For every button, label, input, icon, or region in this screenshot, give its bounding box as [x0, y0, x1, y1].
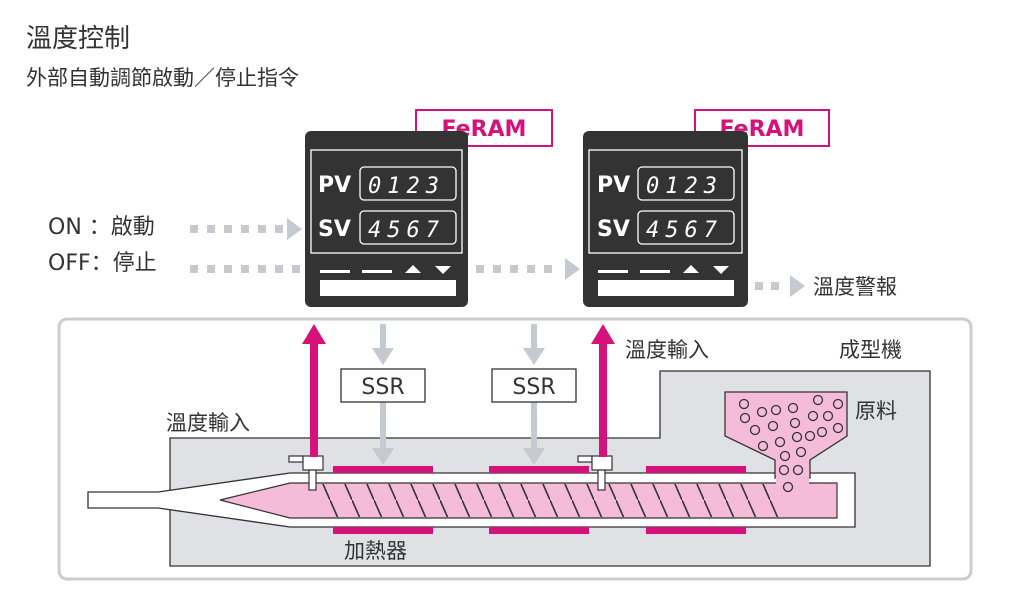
ssr-box-1 [340, 368, 426, 403]
key-1 [598, 270, 628, 273]
temp-input-arrow-2 [591, 324, 615, 457]
off-stop-label: OFF：停止 [48, 251, 157, 276]
down-arrow-icon [435, 266, 451, 274]
raw-material-label: 原料 [855, 399, 897, 423]
arrow-head-icon [565, 258, 580, 280]
temp-input-arrow-1 [302, 324, 326, 457]
page-title: 溫度控制 [26, 24, 131, 54]
temp-input-label-left: 溫度輸入 [166, 411, 250, 435]
page-subtitle: 外部自動調節啟動／停止指令 [26, 66, 299, 90]
on-dotted-arrow [190, 218, 302, 240]
up-arrow-icon [405, 265, 421, 273]
temperature-sensor-2 [577, 455, 613, 491]
pv-label: PV [597, 173, 630, 198]
controller-panel-strip [598, 280, 734, 296]
pv-label: PV [318, 173, 351, 198]
alarm-dotted-arrow [755, 275, 805, 297]
temperature-controller-1: FeRAM PV 0123 SV 4567 [305, 109, 553, 307]
temp-input-label-right: 溫度輸入 [625, 338, 709, 362]
temperature-controller-2: FeRAM PV 0123 SV 4567 [583, 109, 830, 307]
pv-value: 0123 [646, 174, 723, 199]
off-dotted-line [190, 265, 300, 273]
temperature-alarm-label: 溫度警報 [813, 275, 897, 299]
arrow-down-icon [372, 348, 394, 365]
down-arrow-icon [713, 266, 729, 274]
temperature-sensor-1 [288, 455, 324, 491]
heater-band [333, 527, 433, 534]
sv-label: SV [597, 217, 630, 242]
heater-label: 加熱器 [344, 539, 407, 563]
sv-label: SV [318, 217, 351, 242]
ssr-arrow-1 [372, 324, 394, 465]
key-1 [320, 270, 350, 273]
ssr-arrow-2 [523, 324, 545, 465]
key-2 [640, 270, 670, 273]
ssr-label-1: SSR [361, 375, 404, 400]
arrow-head-icon [287, 218, 302, 240]
ssr-box-2 [491, 368, 577, 403]
controller-body [305, 131, 468, 307]
heater-band [489, 466, 589, 473]
pv-display [637, 166, 735, 201]
heater-band [489, 527, 589, 534]
on-start-label: ON ：啟動 [48, 215, 155, 240]
arrow-head-icon [790, 275, 805, 297]
ssr-label-2: SSR [512, 375, 555, 400]
heater-band [646, 527, 746, 534]
link-dotted-arrow [476, 258, 580, 280]
key-2 [362, 270, 392, 273]
controller-body [583, 131, 748, 307]
heater-band [646, 466, 746, 473]
arrow-up-icon [591, 324, 615, 344]
arrow-down-icon [523, 348, 545, 365]
arrow-down-icon [523, 448, 545, 465]
sv-display [359, 210, 457, 245]
heaters [333, 466, 746, 534]
screw-flights [320, 484, 785, 517]
material-pellets [738, 394, 844, 493]
controller-panel-strip [320, 280, 456, 296]
sv-value: 4567 [646, 218, 723, 243]
up-arrow-icon [683, 265, 699, 273]
pv-display [359, 166, 457, 201]
sv-value: 4567 [368, 218, 445, 243]
sv-display [637, 210, 735, 245]
arrow-up-icon [302, 324, 326, 344]
pv-value: 0123 [368, 174, 445, 199]
molding-machine-label: 成型機 [839, 338, 902, 362]
arrow-down-icon [372, 448, 394, 465]
heater-band [333, 466, 433, 473]
